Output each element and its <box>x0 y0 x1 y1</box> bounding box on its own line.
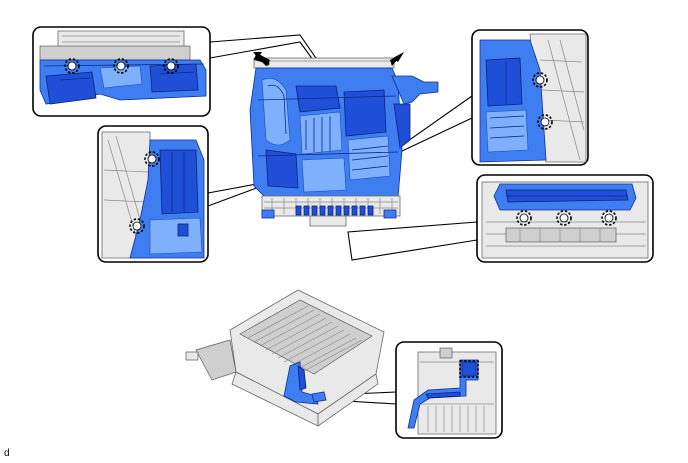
inset-top-left <box>32 26 211 117</box>
claw-callout-icon <box>516 210 532 226</box>
claw-callout-icon <box>556 210 572 226</box>
inset-bottom-right <box>395 341 503 439</box>
claw-callout-icon <box>532 72 548 88</box>
inset-middle-left <box>97 125 209 263</box>
claw-callout-icon <box>64 58 80 74</box>
push-arrow-icon <box>255 52 270 66</box>
main-unit-illustration <box>249 57 439 227</box>
claw-callout-icon <box>163 58 179 74</box>
claw-callout-icon <box>601 210 617 226</box>
push-arrow-icon <box>390 52 404 66</box>
claw-callout-icon <box>144 151 160 167</box>
inset-top-right <box>471 29 589 166</box>
figure-id-label: d <box>4 448 10 459</box>
claw-callout-icon <box>129 218 145 234</box>
leader-lines <box>207 34 478 405</box>
claw-callout-icon <box>459 360 479 378</box>
claw-callout-icon <box>537 114 553 130</box>
lower-unit-illustration <box>185 289 385 427</box>
claw-callout-icon <box>113 58 129 74</box>
